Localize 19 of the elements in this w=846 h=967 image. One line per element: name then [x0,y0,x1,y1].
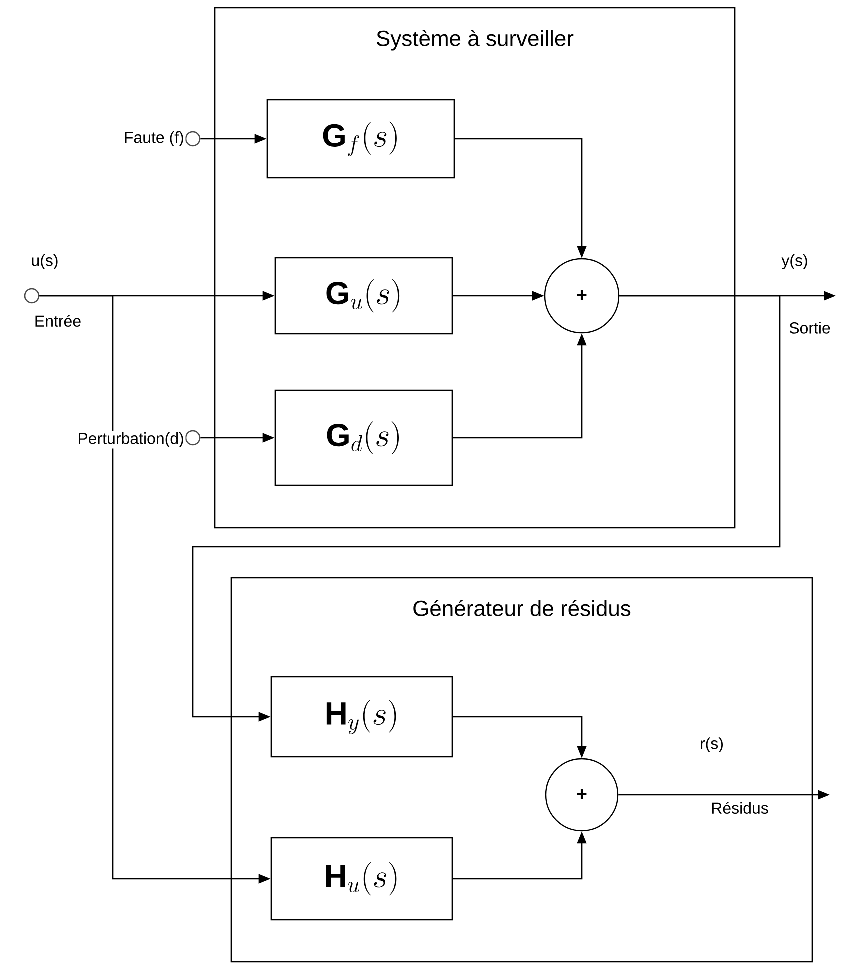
arrow [192,295,781,722]
transfer-function-box: $\mathbf{H}_{u}(s)$ [270,837,454,921]
terminal-label: Entrée [33,314,83,328]
transfer-function-box: $\mathbf{G}_{u}(s)$ [274,257,454,335]
terminal-label: Perturbation(d) [76,431,186,449]
input-terminal [24,288,40,304]
signal-label: Résidus [712,802,768,814]
transfer-function-box: $\mathbf{G}_{f}(s)$ [266,99,456,179]
terminal-label: u(s) [30,253,60,271]
signal-label: Sortie [790,322,830,334]
transfer-function-box: $\mathbf{G}_{d}(s)$ [274,390,454,486]
summing-junction: + [544,258,620,334]
terminal-label: Faute (f) [122,130,186,148]
signal-label: y(s) [782,254,808,270]
signal-label: r(s) [701,738,723,752]
summing-junction: + [545,758,619,832]
input-terminal [185,131,201,147]
input-terminal [185,430,201,446]
transfer-function-box: $\mathbf{H}_{y}(s)$ [270,676,454,758]
